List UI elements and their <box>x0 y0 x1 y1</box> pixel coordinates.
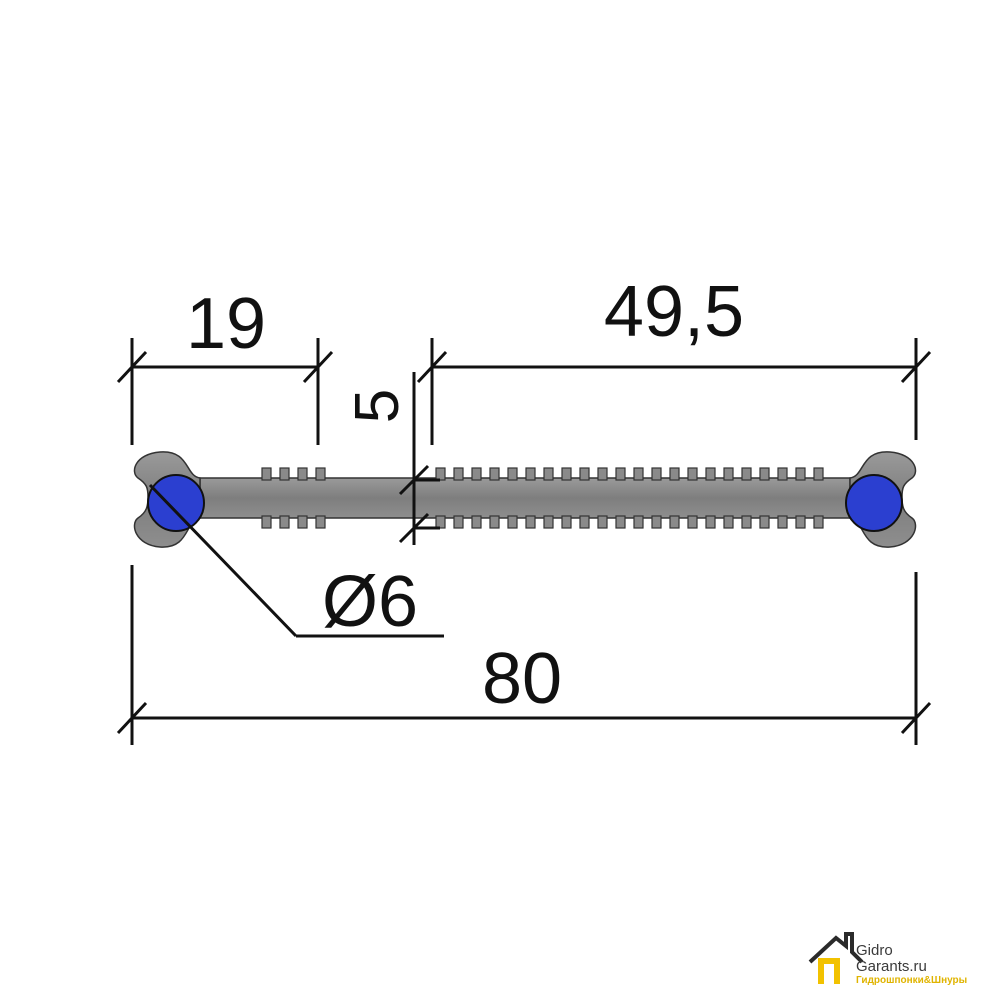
rib-top <box>297 467 308 481</box>
right-rod <box>845 474 903 532</box>
rib-bottom <box>813 515 824 529</box>
rib-top <box>615 467 626 481</box>
rib-top <box>471 467 482 481</box>
dim-total-width-label: 80 <box>482 639 562 719</box>
rib-bottom <box>315 515 326 529</box>
rib-bottom <box>507 515 518 529</box>
dim-right-span-label: 49,5 <box>604 272 744 352</box>
logo: Gidro Garants.ru Гидрошпонки&Шнуры <box>808 938 993 988</box>
rib-bottom <box>297 515 308 529</box>
rib-bottom <box>687 515 698 529</box>
rib-top <box>723 467 734 481</box>
rib-top <box>453 467 464 481</box>
logo-house-icon <box>808 932 864 984</box>
rib-top <box>597 467 608 481</box>
rib-top <box>669 467 680 481</box>
rib-bottom <box>741 515 752 529</box>
rib-bottom <box>261 515 272 529</box>
rib-top <box>543 467 554 481</box>
logo-text-line2: Garants.ru <box>856 958 927 975</box>
dim-thickness-label: 5 <box>343 389 412 423</box>
rib-top <box>777 467 788 481</box>
rib-bottom <box>561 515 572 529</box>
dimension-lines <box>116 338 932 745</box>
rib-bottom <box>615 515 626 529</box>
rib-bottom <box>705 515 716 529</box>
rib-bottom <box>435 515 446 529</box>
rib-top <box>525 467 536 481</box>
dim-bulb-diameter-label: Ø6 <box>322 562 418 642</box>
rib-top <box>435 467 446 481</box>
profile-web <box>199 477 851 519</box>
profile-body <box>133 451 917 548</box>
rib-bottom <box>489 515 500 529</box>
rib-top <box>489 467 500 481</box>
rib-top <box>261 467 272 481</box>
rib-bottom <box>669 515 680 529</box>
rib-bottom <box>597 515 608 529</box>
rib-top <box>315 467 326 481</box>
rib-bottom <box>633 515 644 529</box>
rib-top <box>759 467 770 481</box>
rib-top <box>651 467 662 481</box>
logo-text-line1: Gidro <box>856 942 893 959</box>
rib-bottom <box>543 515 554 529</box>
rib-bottom <box>723 515 734 529</box>
rib-bottom <box>471 515 482 529</box>
profile-ribs <box>261 467 824 529</box>
rib-bottom <box>525 515 536 529</box>
rib-bottom <box>795 515 806 529</box>
rib-bottom <box>777 515 788 529</box>
rib-top <box>741 467 752 481</box>
rib-top <box>687 467 698 481</box>
rib-top <box>507 467 518 481</box>
rib-top <box>579 467 590 481</box>
dim-left-flange-label: 19 <box>186 284 266 364</box>
rib-top <box>279 467 290 481</box>
logo-tagline: Гидрошпонки&Шнуры <box>856 975 968 986</box>
rib-bottom <box>651 515 662 529</box>
left-rod <box>147 474 205 532</box>
rib-bottom <box>579 515 590 529</box>
rib-top <box>561 467 572 481</box>
rib-bottom <box>759 515 770 529</box>
rib-top <box>705 467 716 481</box>
rib-top <box>633 467 644 481</box>
rib-top <box>813 467 824 481</box>
rib-top <box>795 467 806 481</box>
rib-bottom <box>453 515 464 529</box>
rib-bottom <box>279 515 290 529</box>
